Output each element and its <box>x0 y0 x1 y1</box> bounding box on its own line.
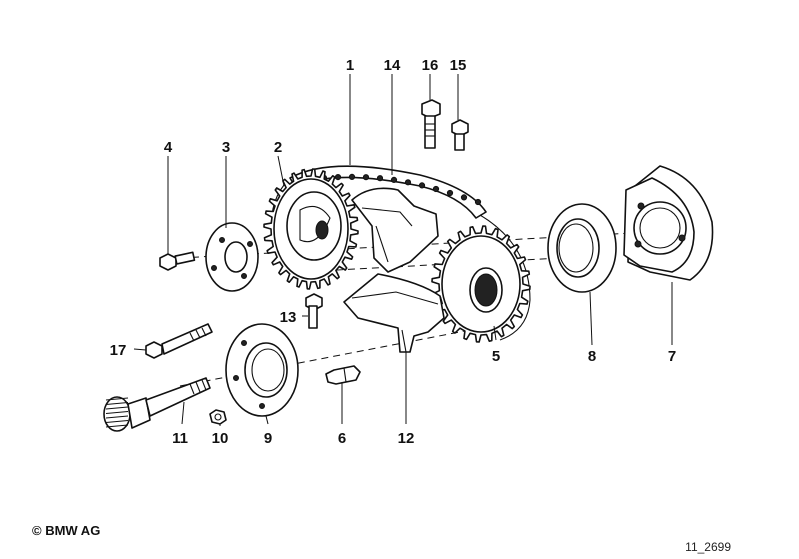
leader-lines <box>133 74 673 426</box>
shaft-gear-tooth <box>105 424 129 428</box>
shaft-gear-tooth <box>105 410 129 415</box>
shaft-gear-tooth <box>105 415 129 419</box>
part-15-bolt <box>451 119 469 151</box>
label-part-8: 8 <box>588 348 596 365</box>
part-4-bolt <box>159 251 196 271</box>
label-part-3: 3 <box>222 139 230 156</box>
part-5-sprocket <box>431 225 531 343</box>
part-14-tensioner-rail <box>351 187 439 273</box>
shaft-gear-tooth <box>105 401 129 406</box>
chain-link-pin <box>446 189 454 197</box>
chain-link-pin <box>432 185 440 193</box>
label-part-4: 4 <box>164 139 173 156</box>
part-2-sprocket <box>263 168 359 290</box>
label-part-10: 10 <box>212 430 229 447</box>
chain-link-pin <box>460 194 468 201</box>
shaft-gear-tooth <box>105 397 129 401</box>
part-8-ring <box>547 203 617 293</box>
chain-link-pin <box>348 173 356 180</box>
label-part-6: 6 <box>338 430 346 447</box>
part-11-shaft <box>103 377 211 432</box>
part-16-bolt <box>421 99 441 149</box>
diagram-reference-code: 11_2699 <box>685 540 731 554</box>
chain-link-pin <box>418 182 426 189</box>
shaft-gear-tooth <box>105 406 129 410</box>
part-3-flange <box>205 222 259 292</box>
part-13-bolt <box>305 293 323 329</box>
chain-link-pin <box>390 176 398 183</box>
label-part-1: 1 <box>346 57 354 74</box>
label-part-13: 13 <box>280 309 297 326</box>
copyright-text: © BMW AG <box>32 523 100 538</box>
chain-link-pin <box>474 198 482 206</box>
chain-link-pin <box>404 179 412 186</box>
chain-link-pin <box>376 175 384 182</box>
part-6-stud <box>325 365 361 385</box>
part-17-bolt <box>145 323 213 359</box>
label-part-7: 7 <box>668 348 676 365</box>
chain-link-pin <box>362 174 370 181</box>
part-7-cover <box>623 165 714 281</box>
label-part-2: 2 <box>274 139 282 156</box>
label-part-12: 12 <box>398 430 415 447</box>
label-part-17: 17 <box>110 342 127 359</box>
chain-link-pin <box>334 174 342 181</box>
label-part-5: 5 <box>492 348 500 365</box>
part-labels: 1 2 3 4 5 6 7 8 9 10 11 12 13 14 15 16 1… <box>110 57 677 447</box>
part-9-flange <box>225 323 299 417</box>
label-part-9: 9 <box>264 430 272 447</box>
label-part-14: 14 <box>384 57 401 74</box>
part-12-guide-rail <box>343 273 445 353</box>
part-10-nut <box>209 409 227 425</box>
label-part-11: 11 <box>172 430 188 447</box>
shaft-gear-tooth <box>105 419 129 424</box>
label-part-15: 15 <box>450 57 467 74</box>
label-part-16: 16 <box>422 57 439 74</box>
